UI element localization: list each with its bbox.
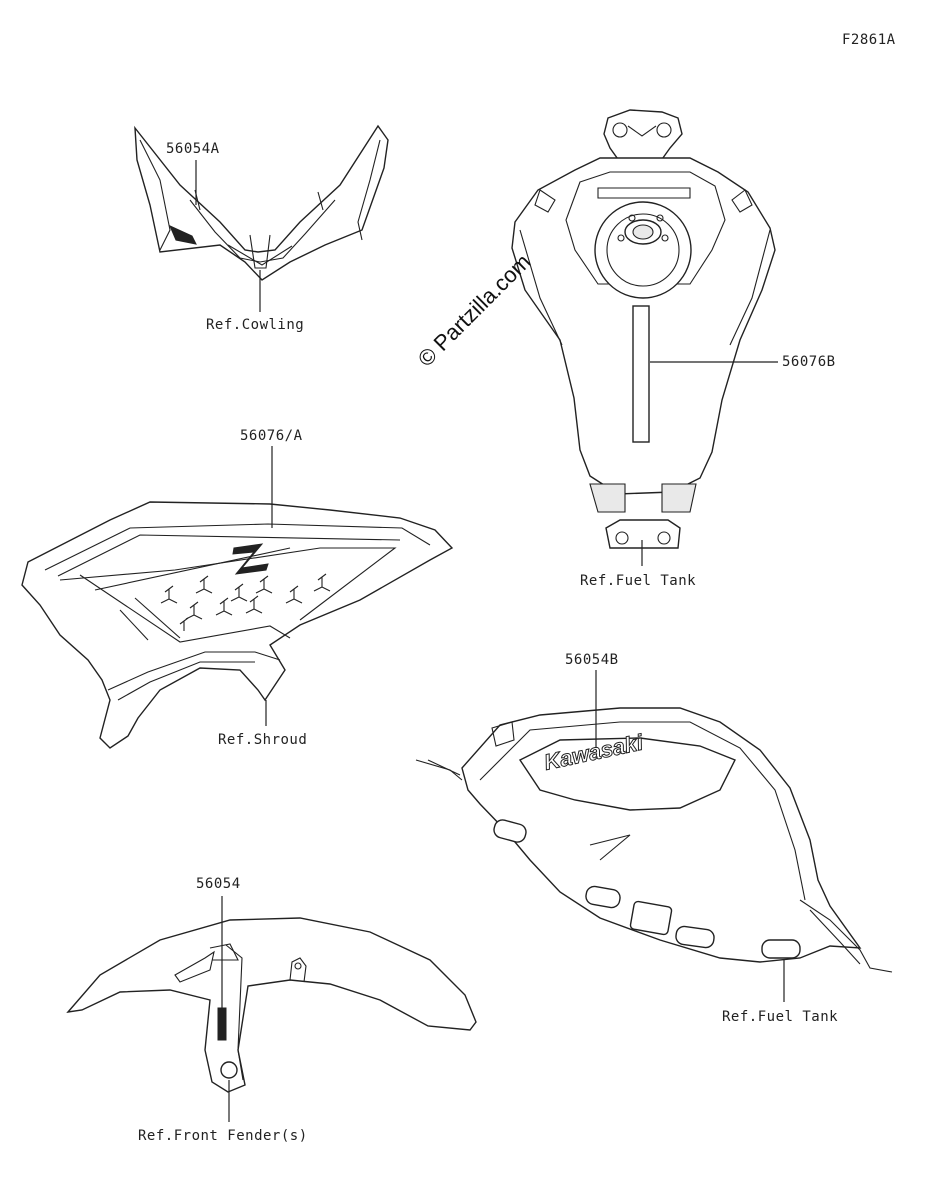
shroud-ref-label: Ref.Shroud — [218, 732, 307, 748]
fuel-tank-top-illustration — [511, 109, 776, 549]
watermark: © Partzilla.com — [413, 249, 536, 372]
tank-side-ref-label: Ref.Fuel Tank — [722, 1009, 838, 1025]
tank-top-ref-label: Ref.Fuel Tank — [580, 573, 696, 589]
tank-side-part-label: 56054B — [565, 652, 619, 668]
cowling-illustration — [134, 124, 389, 281]
front-fender-illustration — [66, 917, 477, 1093]
shroud-illustration — [21, 501, 454, 749]
cowling-ref-label: Ref.Cowling — [206, 317, 304, 333]
fuel-tank-side-illustration: Kawasaki — [415, 707, 893, 973]
cowling-part-label: 56054A — [166, 141, 220, 157]
figure-code: F2861A — [842, 32, 896, 48]
fender-part-label: 56054 — [196, 876, 241, 892]
shroud-part-label: 56076/A — [240, 428, 303, 444]
fender-ref-label: Ref.Front Fender(s) — [138, 1128, 308, 1144]
tank-top-part-label: 56076B — [782, 354, 836, 370]
